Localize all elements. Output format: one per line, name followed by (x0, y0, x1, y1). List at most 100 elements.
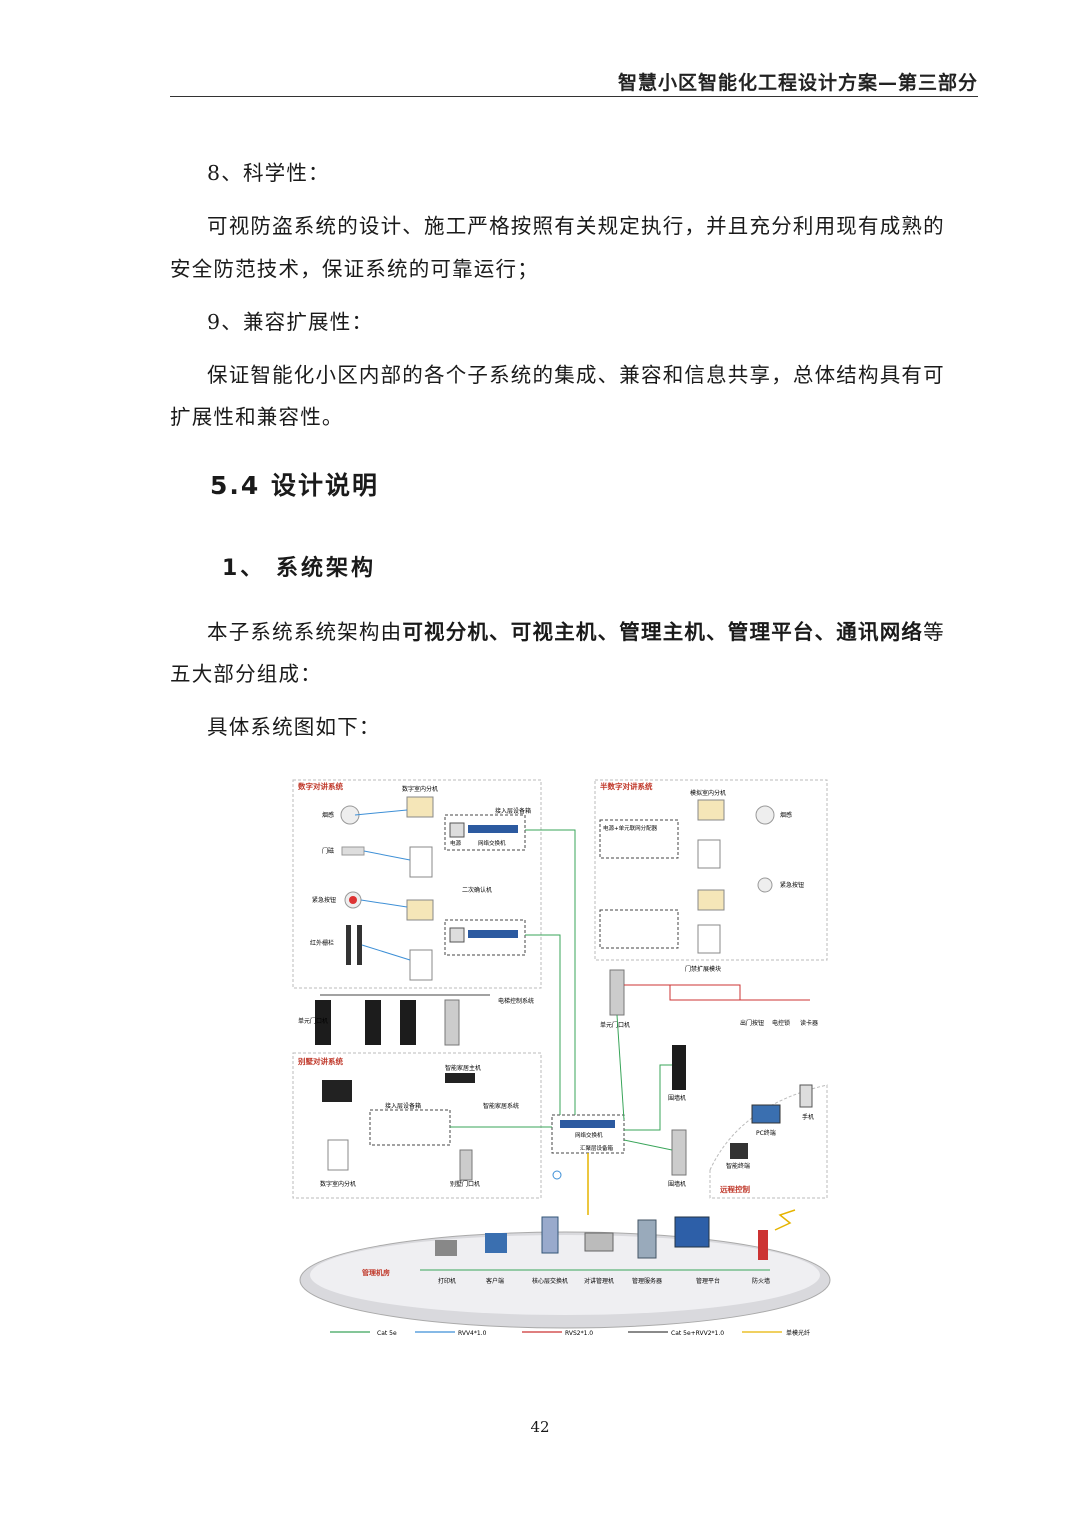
fiber-line (774, 1209, 796, 1231)
semi-access-box-1 (599, 819, 679, 859)
emergency-button-icon (757, 877, 773, 893)
cat5e-line (623, 1139, 673, 1151)
label-access-box: 接入层设备箱 (495, 807, 531, 815)
villa-indoor-icon (322, 1080, 352, 1102)
rvs2-line (624, 984, 741, 1000)
label-client: 客户端 (486, 1277, 504, 1285)
platform-monitor-icon (674, 1216, 710, 1248)
label-smart-host: 智能家居主机 (445, 1064, 481, 1072)
semi-group-box (594, 779, 828, 961)
unit-door-panel-icon (365, 1000, 381, 1045)
indoor-unit-icon (406, 796, 434, 818)
remote-group-title: 远程控制 (720, 1184, 750, 1194)
label-digital-indoor: 数字室内分机 (402, 785, 438, 793)
semi-group-title: 半数字对讲系统 (600, 781, 653, 791)
label-core-switch: 核心层交换机 (532, 1277, 568, 1285)
indoor-unit-icon (409, 949, 433, 981)
item9-line2: 扩展性和兼容性。 (170, 405, 344, 429)
access-box-1 (444, 814, 526, 851)
label-mgmt-server: 管理服务器 (632, 1277, 662, 1285)
fiber-transceiver-icon (552, 1170, 562, 1180)
cat5e-line (525, 934, 561, 1115)
label-card-reader: 读卡器 (800, 1019, 818, 1027)
rvv4-line (363, 850, 411, 861)
server-icon (637, 1219, 657, 1259)
ir-fence-left-icon (346, 925, 351, 965)
arch-line1-pre: 本子系统系统架构由 (207, 620, 403, 644)
legend-cat5e: Cat 5e (377, 1330, 397, 1337)
villa-group-box (292, 1052, 542, 1199)
digital-group-box (292, 779, 542, 989)
item9-title: 9、兼容扩展性： (207, 310, 374, 334)
label-second-confirm: 二次确认机 (462, 886, 492, 894)
legend-fiber: 单模光纤 (786, 1329, 810, 1337)
label-net-switch: 网络交换机 (478, 839, 506, 847)
unit-door-panel-icon (400, 1000, 416, 1045)
label-emergency: 紧急按钮 (312, 896, 336, 904)
smart-terminal-icon (730, 1143, 748, 1159)
label-firewall: 防火墙 (752, 1277, 770, 1285)
cat5e-line (624, 1064, 672, 1131)
villa-group-title: 别墅对讲系统 (297, 1056, 343, 1066)
label-talk-mgr: 对讲管理机 (584, 1277, 614, 1285)
wall-unit-icon (671, 1129, 687, 1176)
printer-icon (435, 1240, 457, 1256)
page-number: 42 (530, 1418, 550, 1436)
core-switch-icon (541, 1216, 559, 1254)
label-smart-home: 智能家居系统 (483, 1102, 519, 1110)
villa-door-icon (459, 1149, 473, 1181)
item8-line1: 可视防盗系统的设计、施工严格按照有关规定执行，并且充分利用现有成熟的 (207, 214, 945, 238)
item8-line2: 安全防范技术，保证系统的可靠运行； (170, 257, 539, 281)
label-management-room: 管理机房 (362, 1268, 390, 1277)
cat5e-line (616, 1014, 625, 1121)
label-printer: 打印机 (438, 1277, 456, 1285)
analog-indoor-icon (697, 839, 721, 869)
label-mgmt-platform: 管理平台 (696, 1277, 720, 1285)
item8-title: 8、科学性： (207, 161, 330, 185)
arch-line1-post: 等 (923, 620, 945, 644)
door-sensor-icon (341, 846, 365, 856)
header-title: 智慧小区智能化工程设计方案—第三部分 (617, 72, 978, 94)
label-door-sensor: 门磁 (322, 847, 334, 855)
label-analog-indoor: 模拟室内分机 (690, 789, 726, 797)
indoor-unit-icon (406, 899, 434, 921)
label-wall-unit-1: 围墙机 (668, 1094, 686, 1102)
semi-access-box-2 (599, 909, 679, 949)
switch-icon (468, 825, 518, 833)
subsection-heading-1: 1、 系统架构 (222, 556, 376, 581)
label-pc: PC终端 (756, 1129, 776, 1137)
rvs2-line (669, 985, 810, 1001)
rvv4-line (361, 944, 411, 961)
talk-manager-icon (584, 1232, 614, 1252)
emergency-button-dot (349, 896, 357, 904)
label-wall-unit-2: 围墙机 (668, 1180, 686, 1188)
label-smoke: 烟感 (322, 811, 334, 819)
label-aggregation: 汇聚层设备箱 (580, 1144, 614, 1152)
label-phone: 手机 (802, 1113, 814, 1121)
item9-line1: 保证智能化小区内部的各个子系统的集成、兼容和信息共享，总体结构具有可 (207, 363, 945, 387)
phone-icon (799, 1084, 813, 1108)
arch-line2: 五大部分组成： (170, 662, 322, 686)
label-villa-access: 接入层设备箱 (385, 1102, 421, 1110)
system-diagram: 数字对讲系统 半数字对讲系统 别墅对讲系统 远程控制 烟感 门磁 紧急按钮 红外… (292, 779, 831, 1337)
label-emergency-semi: 紧急按钮 (780, 881, 804, 889)
villa-access-box (369, 1109, 451, 1146)
unit-door-panel-icon (444, 999, 460, 1046)
laptop-icon (751, 1104, 781, 1124)
label-door-ext: 门禁扩展模块 (685, 965, 721, 973)
label-smoke-semi: 烟感 (780, 811, 792, 819)
header-rule (170, 96, 978, 97)
cat5e-line (525, 829, 576, 1115)
label-exit-btn: 出门按钮 (740, 1019, 764, 1027)
switch-icon (560, 1120, 615, 1128)
ir-fence-right-icon (357, 925, 362, 965)
arch-line1: 本子系统系统架构由可视分机、可视主机、管理主机、管理平台、通讯网络等 (207, 615, 945, 645)
power-icon (449, 822, 465, 838)
firewall-icon (758, 1230, 768, 1260)
label-unit-door-semi: 单元门口机 (600, 1021, 630, 1029)
diagram-legend: Cat 5e RVV4*1.0 RVS2*1.0 Cat 5e+RVV2*1.0… (330, 1329, 810, 1337)
rvv4-line (360, 899, 408, 908)
rvv4-line (354, 809, 408, 816)
legend-rvs2: RVS2*1.0 (565, 1330, 593, 1337)
label-unit-door: 单元门口机 (298, 1017, 328, 1025)
